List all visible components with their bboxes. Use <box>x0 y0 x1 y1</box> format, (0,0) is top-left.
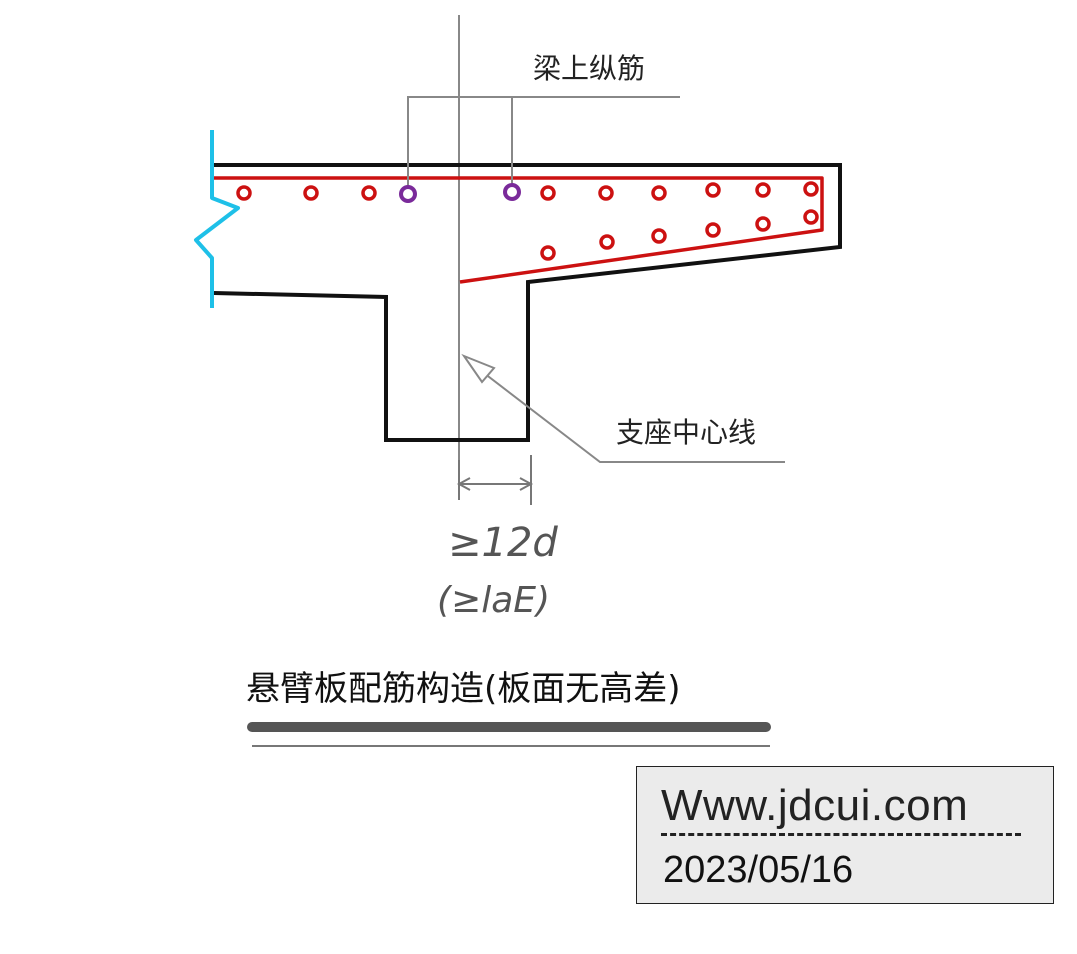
rebar-dot <box>361 185 377 201</box>
rebar-dot <box>705 222 721 238</box>
label-top-rebar: 梁上纵筋 <box>533 52 645 85</box>
label-support-centerline: 支座中心线 <box>616 416 756 449</box>
rebar-leader-left <box>407 96 680 190</box>
rebar-dot <box>803 209 819 225</box>
highlight-rebar-dot <box>399 185 417 203</box>
rebar-bars <box>236 181 819 261</box>
top-rebar-line <box>214 176 824 284</box>
break-line <box>194 130 240 308</box>
rebar-dot <box>755 216 771 232</box>
highlight-rebar-dot <box>503 183 521 201</box>
label-anchor-min: ≥12d <box>448 520 558 566</box>
rebar-dot <box>651 185 667 201</box>
diagram-title: 悬臂板配筋构造(板面无高差) <box>246 669 681 709</box>
rebar-dot <box>540 245 556 261</box>
rebar-dot <box>303 185 319 201</box>
stamp-date: 2023/05/16 <box>663 849 854 891</box>
centerline-leader <box>479 369 785 463</box>
stamp-dash-line <box>661 833 1021 836</box>
rebar-dot <box>755 182 771 198</box>
stamp-site: Www.jdcui.com <box>661 781 969 830</box>
rebar-dot <box>236 185 252 201</box>
rebar-dot <box>705 182 721 198</box>
highlight-bars <box>399 183 521 203</box>
rebar-dot <box>599 234 615 250</box>
rebar-dot <box>803 181 819 197</box>
rebar-dot <box>598 185 614 201</box>
rebar-dot <box>540 185 556 201</box>
watermark-stamp: Www.jdcui.com 2023/05/16 <box>636 766 1054 904</box>
dim-arrow-right <box>519 477 534 491</box>
dim-arrow-left <box>456 477 471 491</box>
label-anchor-alt: (≥laE) <box>437 580 550 621</box>
rebar-dot <box>651 228 667 244</box>
centerline-arrow <box>461 353 496 384</box>
slab-outline <box>213 163 842 442</box>
